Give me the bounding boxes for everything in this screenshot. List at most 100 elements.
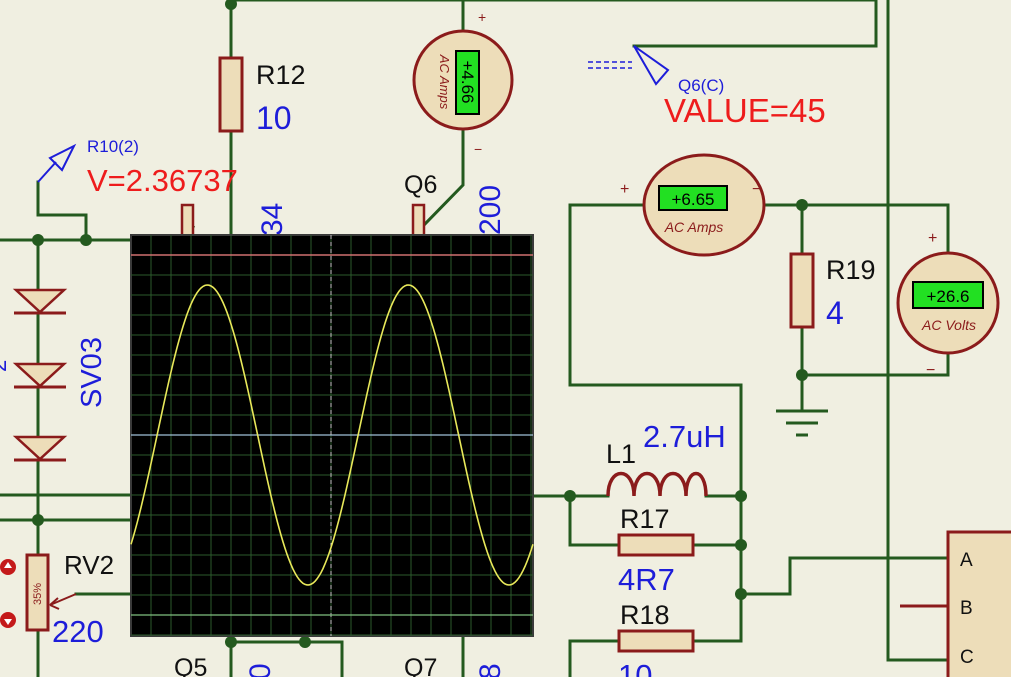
junction-dot <box>735 539 747 551</box>
transistor-q6-name: Q6 <box>404 171 437 199</box>
wire-segment <box>632 0 878 48</box>
wire-segment <box>568 203 743 498</box>
potentiometer-wiper-arrow-icon <box>49 597 60 610</box>
junction-dot <box>735 490 747 502</box>
resistor-r18-body <box>617 629 695 653</box>
voltmeter-minus-sign: − <box>926 362 935 379</box>
resistor-r17[interactable]: R17 4R7 <box>617 504 695 597</box>
diode-stack[interactable] <box>12 288 68 462</box>
wire-segment <box>421 127 465 228</box>
potentiometer-wiper <box>49 593 77 606</box>
voltmeter[interactable]: + − +26.6 AC Volts <box>896 230 1000 379</box>
inductor-value: 2.7uH <box>643 419 726 454</box>
ammeter-top-lcd-face <box>457 52 478 113</box>
voltage-probe-arrow-icon <box>48 143 77 172</box>
resistor-r12[interactable]: R12 10 <box>218 56 306 136</box>
voltage-probe-r10[interactable]: R10(2) V=2.36737 <box>37 137 238 198</box>
diode-3-icon <box>12 435 68 461</box>
wire-segment <box>886 0 950 662</box>
ammeter-top[interactable]: + − +4.66 AC Amps <box>412 9 514 157</box>
voltmeter-plus-sign: + <box>928 230 937 247</box>
wire-segment <box>36 213 88 242</box>
potentiometer-decrement-button[interactable] <box>0 612 16 628</box>
junction-dot <box>796 369 808 381</box>
junction-dot <box>225 0 237 10</box>
potentiometer-name: RV2 <box>64 550 114 580</box>
current-probe-q6[interactable]: Q6(C) VALUE=45 <box>588 45 826 129</box>
resistor-r12-body <box>218 56 244 133</box>
diode-2-icon <box>12 362 68 388</box>
connector-pin-b: B <box>960 598 973 619</box>
ammeter-top-reading: +4.66 <box>458 60 477 103</box>
wires <box>0 0 950 677</box>
inductor-coil-icon <box>606 471 708 497</box>
junction-dot <box>796 199 808 211</box>
potentiometer-body <box>25 553 50 632</box>
resistor-r19-name: R19 <box>826 255 876 285</box>
voltmeter-lcd-face <box>914 283 982 307</box>
inductor-name: L1 <box>606 439 636 469</box>
wire-segment <box>568 494 621 547</box>
current-probe-arrow-icon <box>633 45 670 86</box>
connector-pin-c: C <box>960 647 974 668</box>
junctions <box>32 0 808 648</box>
potentiometer-value: 220 <box>52 614 104 649</box>
voltmeter-reading: +26.6 <box>926 287 969 306</box>
potentiometer-percent: 35% <box>32 583 44 605</box>
diode-1-icon <box>12 288 68 314</box>
resistor-r18-name: R18 <box>620 600 670 630</box>
resistor-r18[interactable]: R18 10 <box>617 600 695 677</box>
resistor-r12-name: R12 <box>256 60 306 90</box>
ammeter-mid-label: AC Amps <box>664 219 724 235</box>
voltmeter-label: AC Volts <box>921 317 976 333</box>
current-probe-readout: VALUE=45 <box>664 92 826 129</box>
resistor-r19-body <box>789 252 815 329</box>
resistor-r17-body <box>617 533 695 557</box>
voltage-probe-name: R10(2) <box>87 137 139 156</box>
potentiometer-increment-button[interactable] <box>0 559 16 575</box>
diode-partial-label: 2 <box>0 360 11 372</box>
ammeter-mid-minus-sign: − <box>752 181 761 198</box>
junction-dot <box>80 234 92 246</box>
wire-segment <box>739 556 950 596</box>
inductor-l1[interactable]: L1 2.7uH <box>606 419 726 497</box>
wire-segment <box>800 351 950 377</box>
oscilloscope-trace <box>130 284 534 586</box>
wire-segment <box>303 640 344 677</box>
ammeter-top-minus-sign: − <box>474 141 482 157</box>
ammeter-mid-reading: +6.65 <box>671 190 714 209</box>
resistor-r17-value: 4R7 <box>618 562 675 597</box>
junction-dot <box>32 514 44 526</box>
transistor-left-value: 34 <box>256 203 289 236</box>
junction-dot <box>735 588 747 600</box>
ammeter-mid-lcd-face <box>660 187 726 209</box>
junction-dot <box>564 490 576 502</box>
junction-dot <box>299 636 311 648</box>
transistor-q6-body <box>411 203 426 239</box>
connector-block[interactable]: A B C <box>946 530 1011 677</box>
wire-segment <box>762 203 950 255</box>
transistor-left-body <box>180 203 195 239</box>
resistor-r18-value: 10 <box>618 658 652 677</box>
chevron-down-icon <box>4 619 12 625</box>
potentiometer-rv2[interactable]: 35% RV2 220 <box>25 550 114 649</box>
junction-dot <box>32 234 44 246</box>
junction-dot <box>225 636 237 648</box>
resistor-r19[interactable]: R19 4 <box>789 252 876 331</box>
transistor-q5-value: 0 <box>244 663 277 677</box>
diode-sv03-label: SV03 <box>76 337 108 408</box>
resistor-r17-name: R17 <box>620 504 670 534</box>
ammeter-mid-plus-sign: + <box>620 181 629 198</box>
transistor-q7-value: 8 <box>474 663 507 677</box>
ammeter-top-plus-sign: + <box>478 9 486 25</box>
voltage-probe-readout: V=2.36737 <box>87 163 238 198</box>
connector-body <box>946 530 1011 677</box>
voltage-probe-stem <box>37 161 57 183</box>
connector-pin-a: A <box>960 550 973 571</box>
ammeter-top-label: AC Amps <box>437 54 452 110</box>
chevron-up-icon <box>4 562 12 568</box>
current-probe-name: Q6(C) <box>678 76 724 95</box>
oscilloscope-screen[interactable] <box>130 234 534 637</box>
ammeter-mid[interactable]: + − +6.65 AC Amps <box>620 153 766 257</box>
